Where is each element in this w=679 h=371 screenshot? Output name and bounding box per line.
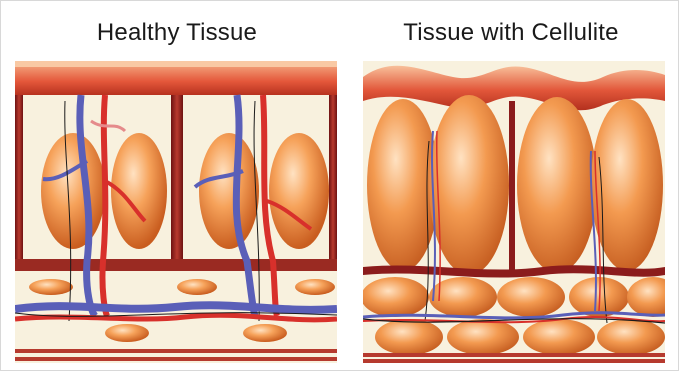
fat-cell [375,319,443,355]
small-fat-cell [177,279,217,295]
fat-cell [497,277,565,317]
bulging-fat-cell [591,99,663,271]
septum-right-edge [329,95,337,265]
deep-fascia [15,349,337,353]
septum-left-edge [15,95,23,265]
fat-cell [199,133,259,249]
septum-middle [171,95,183,265]
small-fat-cell [243,324,287,342]
cellulite-tissue-panel [363,61,665,363]
small-fat-cell [29,279,73,295]
small-fat-cell [105,324,149,342]
connective-band [15,259,337,271]
bulging-fat-cell [429,95,509,275]
fat-cell [447,319,519,355]
deep-fascia [363,353,665,357]
fat-cell [363,277,429,317]
septum [509,101,515,271]
healthy-tissue-panel [15,61,337,363]
bulging-fat-cell [517,97,597,273]
small-fat-cell [295,279,335,295]
healthy-tissue-title: Healthy Tissue [17,19,337,47]
fat-cell [523,319,595,355]
healthy-tissue-illustration [15,61,337,363]
cellulite-tissue-illustration [363,61,665,363]
deep-fascia [363,359,665,363]
fat-cell [41,133,105,249]
horizontal-vein [15,305,337,310]
fat-cell [269,133,329,249]
fat-cell [597,319,665,355]
cellulite-tissue-title: Tissue with Cellulite [361,19,661,47]
skin-surface [15,61,337,67]
deep-fascia [15,357,337,361]
